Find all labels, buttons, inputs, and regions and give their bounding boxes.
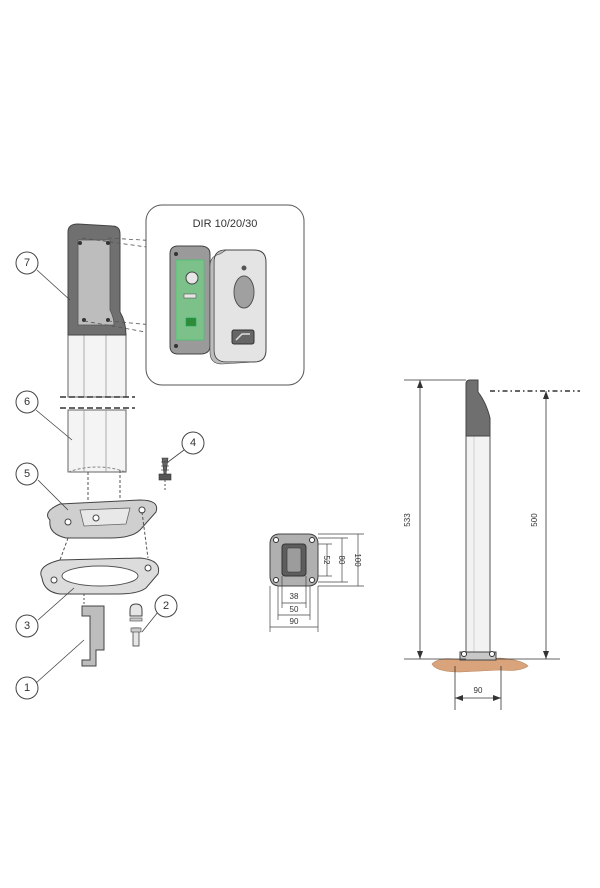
dimension-arrowheads	[417, 380, 549, 701]
callout-6: 6	[15, 390, 73, 441]
dimension-533: 533	[403, 513, 412, 527]
callout-number: 3	[24, 620, 30, 632]
callout-number: 2	[163, 600, 169, 612]
dimension-100: 100	[353, 553, 362, 567]
post-head	[465, 379, 491, 437]
side-view-dimension-lines	[404, 379, 580, 710]
side-view: 533 500 90	[403, 379, 580, 710]
post-top-cap	[67, 223, 127, 336]
callout-7: 7	[15, 251, 71, 301]
top-view-dimension-lines	[269, 533, 364, 632]
anchor-bracket	[81, 594, 105, 667]
top-view: 38 50 90 52 80 100	[269, 533, 364, 632]
nut-and-bolt	[129, 603, 143, 647]
dimension-38: 38	[290, 592, 299, 601]
callout-number: 7	[24, 257, 30, 269]
inset-detail: DIR 10/20/30	[145, 204, 305, 386]
callout-number: 4	[190, 437, 196, 449]
base-plate	[47, 470, 158, 539]
gasket	[40, 511, 160, 595]
callout-1: 1	[15, 639, 85, 700]
selector-cover	[209, 249, 267, 365]
selector-base	[169, 245, 211, 355]
callout-3: 3	[15, 587, 75, 638]
dimension-80: 80	[337, 556, 346, 565]
dimension-50: 50	[290, 605, 299, 614]
dimension-52: 52	[322, 556, 331, 565]
callout-4: 4	[167, 431, 205, 463]
callout-number: 1	[24, 682, 30, 694]
post-column	[60, 334, 135, 473]
dimension-90-base: 90	[474, 686, 483, 695]
post-base	[459, 651, 497, 661]
callout-5: 5	[15, 462, 69, 511]
dimension-500: 500	[530, 513, 539, 527]
dimension-90: 90	[290, 617, 299, 626]
exploded-view: 7 6 5 4 3 2 1	[15, 223, 211, 700]
mounting-screw	[158, 457, 172, 492]
post	[465, 435, 491, 657]
callout-number: 5	[24, 468, 30, 480]
callout-2: 2	[141, 594, 178, 633]
callout-number: 6	[24, 396, 30, 408]
inset-title: DIR 10/20/30	[193, 218, 258, 230]
